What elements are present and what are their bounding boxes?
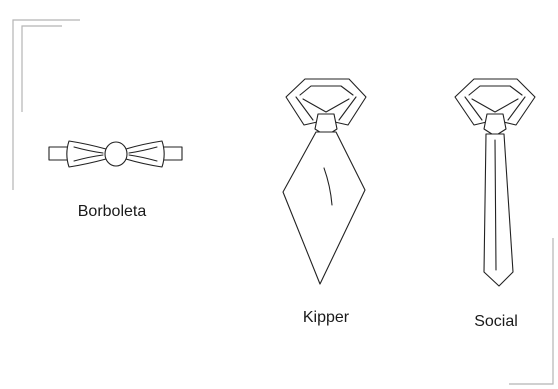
kipper-label: Kipper (303, 309, 349, 327)
social-tie-illustration (455, 79, 535, 286)
borboleta-label: Borboleta (78, 203, 147, 221)
social-label: Social (474, 313, 518, 331)
bow-tie-illustration (49, 141, 182, 167)
decorative-frame (13, 20, 553, 384)
kipper-tie-illustration (283, 79, 366, 284)
